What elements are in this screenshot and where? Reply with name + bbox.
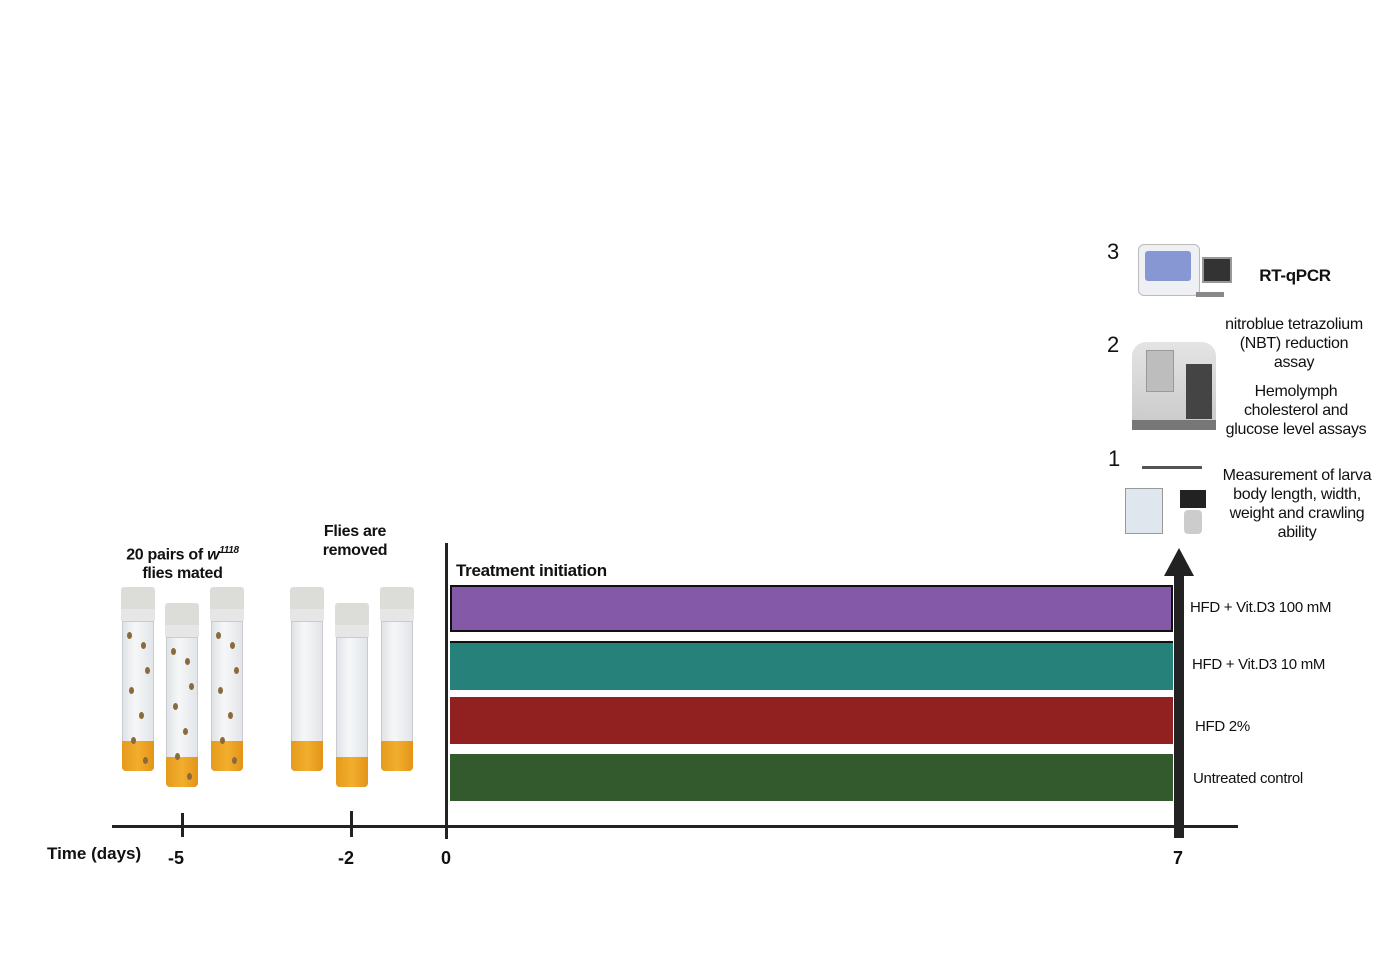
- fly-icon: [143, 757, 148, 764]
- tick-label: -2: [338, 848, 355, 868]
- tick-mark-minus2: [350, 811, 353, 837]
- group-label: Untreated control: [1193, 770, 1303, 787]
- fly-icon: [127, 632, 132, 639]
- caliper-icon: [1142, 466, 1202, 469]
- tick-mark-minus5: [181, 813, 184, 837]
- group-bar-vitd3-10: [450, 641, 1173, 690]
- vial-icon: [380, 587, 414, 771]
- fly-icon: [139, 712, 144, 719]
- fly-icon: [175, 753, 180, 760]
- fly-icon: [145, 667, 150, 674]
- tick-label: 7: [1173, 848, 1184, 868]
- assay-number: 2: [1107, 332, 1120, 357]
- vial-icon: [290, 587, 324, 771]
- fly-icon: [131, 737, 136, 744]
- treatment-start-line: [445, 543, 448, 839]
- fly-icon: [218, 687, 223, 694]
- computer-icon: [1202, 257, 1232, 283]
- group-bar-control: [450, 754, 1173, 801]
- fly-icon: [171, 648, 176, 655]
- fly-icon: [232, 757, 237, 764]
- group-label: HFD + Vit.D3 100 mM: [1190, 599, 1332, 616]
- fly-icon: [129, 687, 134, 694]
- endpoint-arrow-shaft: [1174, 570, 1184, 838]
- fly-icon: [234, 667, 239, 674]
- group-bar-hfd: [450, 697, 1173, 744]
- assay-label: Measurement of larva body length, width,…: [1222, 467, 1372, 541]
- fly-icon: [173, 703, 178, 710]
- group-label: HFD + Vit.D3 10 mM: [1192, 656, 1326, 673]
- tick-label: -5: [168, 848, 185, 868]
- tick-label: 0: [441, 848, 452, 868]
- group-label: HFD 2%: [1195, 718, 1250, 735]
- assay-label: Hemolymph cholesterol and glucose level …: [1225, 383, 1367, 438]
- fly-icon: [220, 737, 225, 744]
- group-bar-vitd3-100: [450, 585, 1173, 632]
- fly-icon: [216, 632, 221, 639]
- microscope-base-icon: [1184, 510, 1202, 534]
- fly-icon: [187, 773, 192, 780]
- axis-label: Time (days): [47, 844, 142, 863]
- treatment-label: Treatment initiation: [456, 561, 607, 580]
- fly-icon: [230, 642, 235, 649]
- vial-icon: [121, 587, 155, 771]
- fly-icon: [185, 658, 190, 665]
- keyboard-icon: [1196, 292, 1224, 297]
- assay-number: 1: [1108, 446, 1121, 471]
- vial-icon: [210, 587, 244, 771]
- endpoint-arrow-head: [1164, 548, 1194, 576]
- assay-label: RT-qPCR: [1259, 266, 1331, 285]
- qpcr-machine-icon: [1138, 244, 1200, 296]
- time-axis: [112, 825, 1238, 828]
- vial-icon: [335, 603, 369, 787]
- fly-icon: [189, 683, 194, 690]
- fly-icon: [141, 642, 146, 649]
- fly-icon: [228, 712, 233, 719]
- plate-reader-icon: [1132, 342, 1216, 430]
- mating-label: 20 pairs of w1118 flies mated: [126, 545, 239, 583]
- assay-label: nitroblue tetrazolium (NBT) reduction as…: [1225, 316, 1363, 371]
- assay-number: 3: [1107, 239, 1120, 264]
- removal-label: Flies are removed: [322, 523, 388, 559]
- microscope-icon: [1180, 490, 1206, 508]
- balance-icon: [1125, 488, 1163, 534]
- vial-icon: [165, 603, 199, 787]
- fly-icon: [183, 728, 188, 735]
